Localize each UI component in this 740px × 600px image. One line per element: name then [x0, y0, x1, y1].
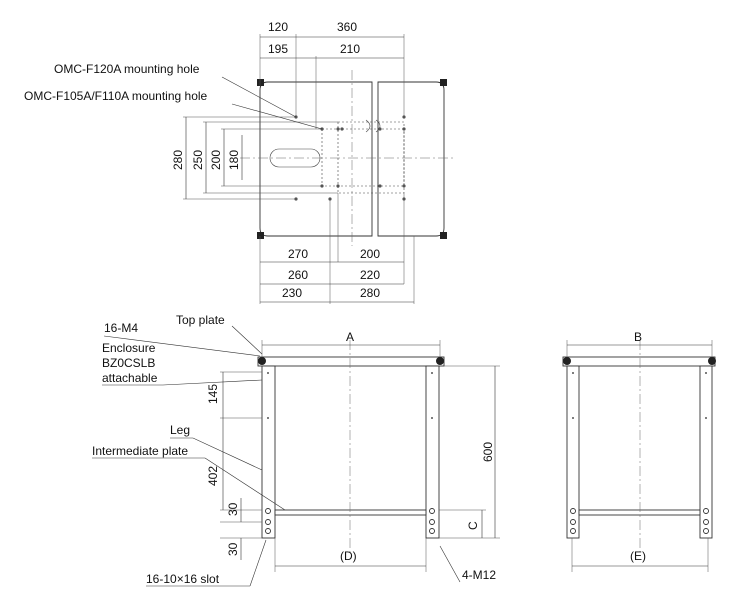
- callout-f105a-f110a: OMC-F105A/F110A mounting hole: [24, 89, 208, 103]
- top-view-foot-tr: [440, 79, 447, 86]
- front-view: A 145 402 30 30 600 C (D) 16-M4 Top plat…: [92, 313, 500, 587]
- front-leg-right: [425, 365, 440, 539]
- dim-b: B: [634, 330, 642, 344]
- side-leg-right: [699, 365, 713, 539]
- callout-4-m12: 4-M12: [462, 568, 496, 582]
- dim-230: 230: [282, 286, 302, 300]
- dim-270: 270: [288, 247, 308, 261]
- dim-402: 402: [206, 466, 220, 486]
- callout-top-plate: Top plate: [176, 313, 225, 327]
- dim-600: 600: [481, 442, 495, 462]
- front-leg-left: [261, 365, 276, 539]
- front-foot-tl: [258, 357, 266, 365]
- top-view-foot-br: [440, 232, 447, 239]
- callout-16-m4: 16-M4: [104, 321, 138, 335]
- front-leg-slots: [265, 372, 435, 534]
- callout-enclosure: Enclosure: [102, 341, 156, 355]
- callout-leg: Leg: [170, 423, 190, 437]
- dim-30-upper: 30: [226, 502, 240, 516]
- top-view-plate-right: [377, 81, 445, 237]
- dim-250-v: 250: [191, 150, 205, 170]
- dim-210: 210: [340, 42, 360, 56]
- side-leg-left: [566, 365, 580, 539]
- front-intermediate-plate: [274, 509, 427, 516]
- side-intermediate-plate: [578, 509, 701, 516]
- dim-e: (E): [630, 549, 646, 563]
- dim-220: 220: [360, 268, 380, 282]
- dim-145: 145: [206, 384, 220, 404]
- side-leg-slots: [570, 372, 709, 534]
- callout-bz0cslb: BZ0CSLB: [102, 356, 155, 370]
- top-view-foot-bl: [257, 232, 264, 239]
- top-view: 120 360 195 210 280 250 200 180 270 200 …: [24, 20, 456, 304]
- dim-d: (D): [340, 549, 357, 563]
- dim-260: 260: [288, 268, 308, 282]
- dim-200-v: 200: [209, 150, 223, 170]
- hole-pattern-f110: [337, 121, 405, 194]
- callout-slot: 16-10×16 slot: [146, 572, 220, 586]
- dim-180-v: 180: [227, 150, 241, 170]
- dim-280-h: 280: [360, 286, 380, 300]
- hole-pattern-f105: [321, 128, 405, 187]
- dim-280-v: 280: [171, 150, 185, 170]
- front-top-plate: [257, 356, 445, 367]
- callout-attachable: attachable: [102, 371, 158, 385]
- side-foot-tr: [708, 357, 716, 365]
- side-view: B (E): [562, 330, 716, 572]
- dim-c: C: [466, 521, 480, 530]
- dim-195: 195: [268, 42, 288, 56]
- dim-360: 360: [337, 20, 357, 34]
- callout-intermediate-plate: Intermediate plate: [92, 444, 188, 458]
- top-view-foot-tl: [257, 79, 264, 86]
- dim-a: A: [346, 330, 354, 344]
- dim-200-h: 200: [360, 247, 380, 261]
- dim-120: 120: [268, 20, 288, 34]
- dim-30-lower: 30: [226, 542, 240, 556]
- break-line-top: [365, 119, 381, 133]
- callout-f120a: OMC-F120A mounting hole: [54, 62, 200, 76]
- side-foot-tl: [563, 357, 571, 365]
- side-top-plate: [562, 356, 716, 367]
- front-foot-tr: [436, 357, 444, 365]
